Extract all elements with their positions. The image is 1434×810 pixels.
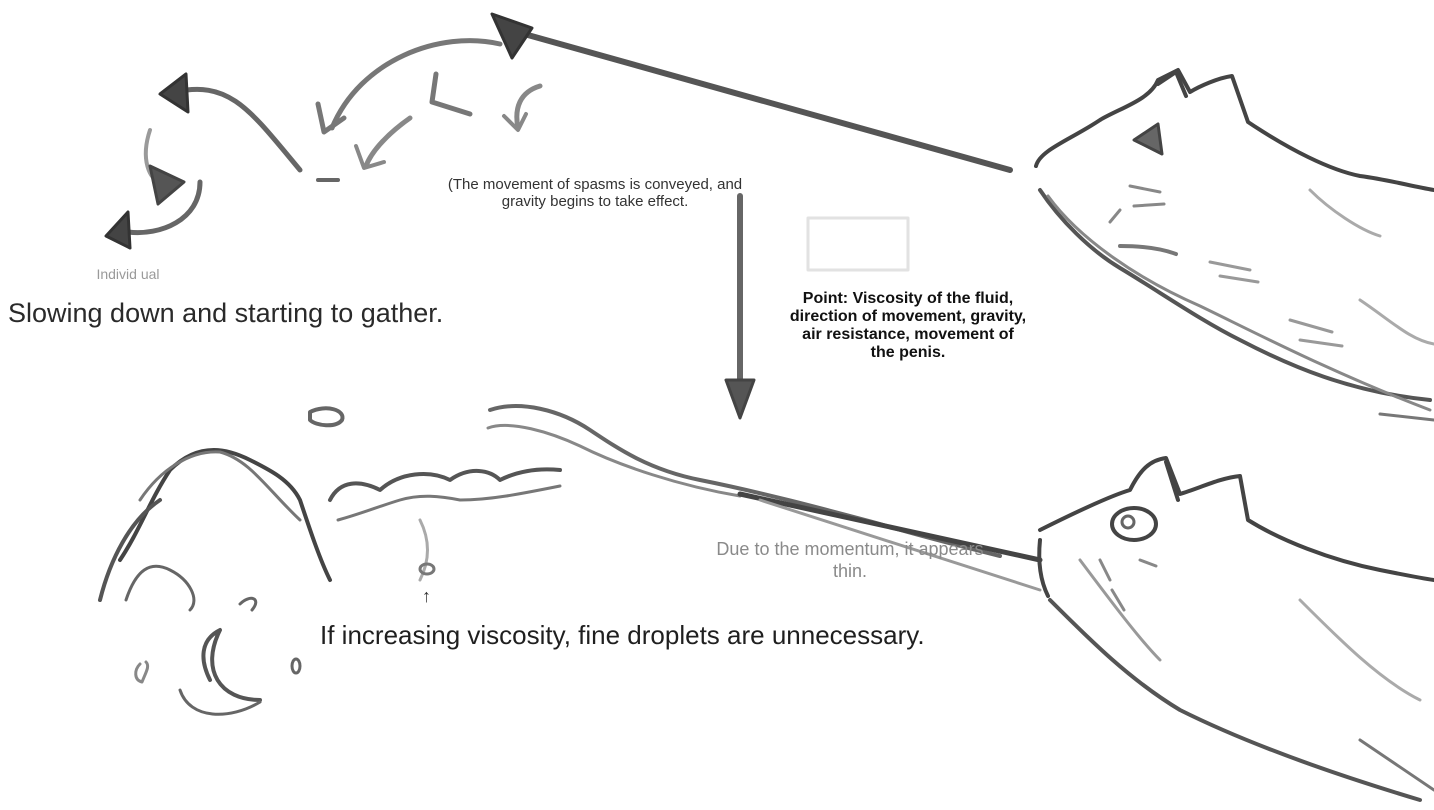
note-spasms-gravity: (The movement of spasms is conveyed, and… — [447, 176, 743, 210]
fluid-splash — [98, 404, 1043, 716]
cat-head-bottom — [1037, 456, 1434, 802]
note-viscosity: If increasing viscosity, fine droplets a… — [320, 620, 925, 650]
down-arrow — [724, 193, 756, 420]
note-key-points: Point: Viscosity of the fluid, direction… — [789, 290, 1027, 361]
note-momentum: Due to the momentum, it appears thin. — [716, 539, 984, 581]
faint-box — [806, 216, 910, 272]
note-slowing-down: Slowing down and starting to gather. — [8, 298, 444, 328]
small-arrow-up-icon: ↑ — [422, 586, 431, 606]
trajectory-arrows — [104, 12, 1013, 250]
note-individual: Individ ual — [96, 266, 160, 282]
cat-head-top — [1034, 68, 1434, 422]
